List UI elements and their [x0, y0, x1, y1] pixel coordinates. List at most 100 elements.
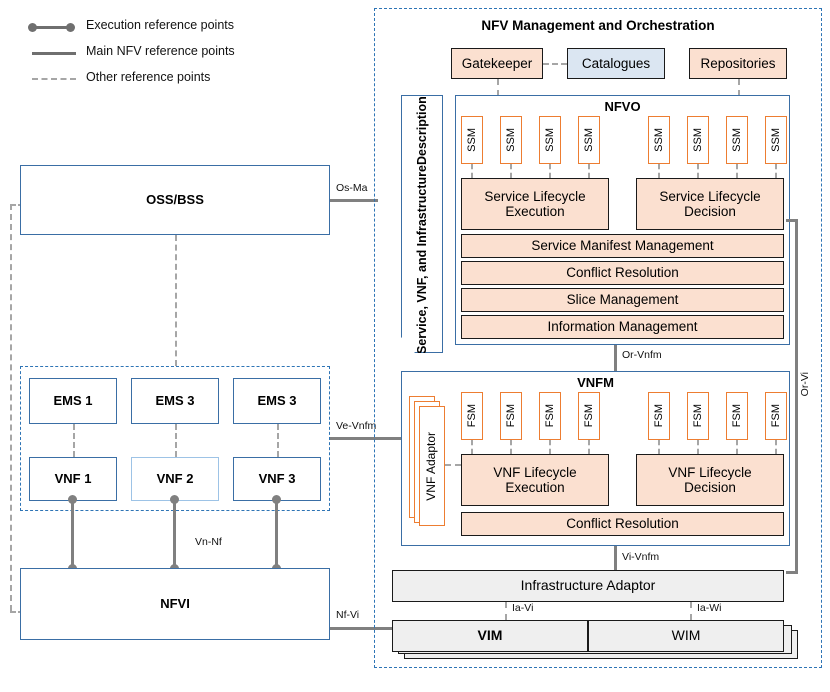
vnf-lifecycle-decision-box[interactable]: VNF Lifecycle Decision — [636, 454, 784, 506]
legend-item-other-reference-points: Other reference points — [14, 66, 314, 92]
nfvi-label: NFVI — [160, 595, 190, 611]
legend-solid-line-icon — [36, 26, 72, 29]
ossbss-label: OSS/BSS — [146, 191, 204, 207]
fsm-label-6: FSM — [691, 404, 704, 428]
connector-gatekeeper-nfvo — [497, 79, 499, 96]
repositories-box[interactable]: Repositories — [689, 48, 787, 79]
service-vnf-infrastructure-description-panel[interactable]: Service, VNF, and Infrastructure Descrip… — [401, 95, 443, 353]
ems-1-box[interactable]: EMS 1 — [29, 378, 117, 424]
connector-ssm6-sld — [697, 164, 699, 178]
legend-dashed-line-icon — [32, 78, 76, 80]
reference-point-vn-nf: Vn-Nf — [193, 536, 224, 548]
ssm-label-8: SSM — [769, 128, 782, 152]
vnfm-conflict-resolution-label: Conflict Resolution — [566, 516, 679, 532]
ems-3-label: EMS 3 — [257, 392, 297, 408]
reference-point-ve-vnfm: Ve-Vnfm — [334, 420, 379, 432]
service-manifest-management-row[interactable]: Service Manifest Management — [461, 234, 784, 258]
legend-item-execution-reference-points: Execution reference points — [14, 14, 314, 40]
ssm-label-6: SSM — [691, 128, 704, 152]
connector-ssm4-sle — [588, 164, 590, 178]
fsm-box-8[interactable]: FSM — [765, 392, 787, 440]
connector-ssm1-sle — [471, 164, 473, 178]
legend: Execution reference points Main NFV refe… — [14, 14, 314, 92]
ems-2-box[interactable]: EMS 3 — [131, 378, 219, 424]
connector-ssm8-sld — [775, 164, 777, 178]
service-lifecycle-execution-box[interactable]: Service Lifecycle Execution — [461, 178, 609, 230]
catalogues-box[interactable]: Catalogues — [567, 48, 665, 79]
connector-or-vi-vertical — [795, 219, 798, 574]
ssm-box-2[interactable]: SSM — [500, 116, 522, 164]
vnf-lifecycle-execution-box[interactable]: VNF Lifecycle Execution — [461, 454, 609, 506]
mano-title: NFV Management and Orchestration — [481, 18, 715, 33]
fsm-box-2[interactable]: FSM — [500, 392, 522, 440]
reference-point-ia-vi: Ia-Vi — [510, 602, 536, 614]
ssm-box-6[interactable]: SSM — [687, 116, 709, 164]
connector-or-vi-bottom-stub — [786, 571, 798, 574]
connector-ve-vnfm — [330, 437, 408, 440]
description-panel-label-line2: Description — [415, 96, 430, 165]
service-lifecycle-decision-box[interactable]: Service Lifecycle Decision — [636, 178, 784, 230]
connector-ia-vi — [505, 602, 507, 620]
vim-box[interactable]: VIM — [392, 620, 588, 652]
fsm-box-7[interactable]: FSM — [726, 392, 748, 440]
fsm-box-5[interactable]: FSM — [648, 392, 670, 440]
reference-point-vi-vnfm: Vi-Vnfm — [620, 551, 662, 563]
fsm-label-5: FSM — [652, 404, 665, 428]
exec-dot-vnf3-top — [272, 495, 281, 504]
slice-management-row[interactable]: Slice Management — [461, 288, 784, 312]
vle-label-line2: Execution — [505, 480, 565, 495]
connector-vnf1-nfvi — [71, 497, 74, 569]
fsm-label-2: FSM — [504, 404, 517, 428]
ssm-box-3[interactable]: SSM — [539, 116, 561, 164]
wim-box[interactable]: WIM — [588, 620, 784, 652]
legend-label-main: Main NFV reference points — [86, 44, 235, 58]
reference-point-ia-wi: Ia-Wi — [695, 602, 724, 614]
exec-dot-vnf2-top — [170, 495, 179, 504]
legend-dot-left-icon — [28, 23, 37, 32]
information-management-row[interactable]: Information Management — [461, 315, 784, 339]
legend-main-line-icon — [32, 52, 76, 55]
vnf-1-box[interactable]: VNF 1 — [29, 457, 117, 501]
fsm-box-3[interactable]: FSM — [539, 392, 561, 440]
gatekeeper-box[interactable]: Gatekeeper — [451, 48, 543, 79]
ssm-box-4[interactable]: SSM — [578, 116, 600, 164]
nfvo-conflict-resolution-row[interactable]: Conflict Resolution — [461, 261, 784, 285]
nfvi-box[interactable]: NFVI — [20, 568, 330, 640]
fsm-box-6[interactable]: FSM — [687, 392, 709, 440]
ssm-label-2: SSM — [504, 128, 517, 152]
ems-1-label: EMS 1 — [53, 392, 93, 408]
legend-item-main-nfv-reference-points: Main NFV reference points — [14, 40, 314, 66]
legend-label-execution: Execution reference points — [86, 18, 235, 32]
vnf-adaptor-label: VNF Adaptor — [424, 431, 439, 501]
description-panel-label-line1: Service, VNF, and Infrastructure — [415, 164, 430, 354]
fsm-label-3: FSM — [543, 404, 556, 428]
ems-3-box[interactable]: EMS 3 — [233, 378, 321, 424]
ssm-box-1[interactable]: SSM — [461, 116, 483, 164]
gatekeeper-label: Gatekeeper — [461, 55, 533, 71]
fsm-box-1[interactable]: FSM — [461, 392, 483, 440]
vld-label-line1: VNF Lifecycle — [668, 464, 752, 480]
connector-os-ma — [330, 199, 378, 202]
connector-fsm2-vle — [510, 440, 512, 454]
ossbss-box[interactable]: OSS/BSS — [20, 165, 330, 235]
ssm-label-3: SSM — [543, 128, 556, 152]
fsm-label-7: FSM — [730, 404, 743, 428]
vnf-3-box[interactable]: VNF 3 — [233, 457, 321, 501]
connector-ia-wi — [690, 602, 692, 620]
fsm-box-4[interactable]: FSM — [578, 392, 600, 440]
infrastructure-adaptor-box[interactable]: Infrastructure Adaptor — [392, 570, 784, 602]
ssm-box-7[interactable]: SSM — [726, 116, 748, 164]
vld-label-line2: Decision — [684, 480, 736, 495]
vnf-adaptor-box[interactable]: VNF Adaptor — [419, 406, 445, 526]
connector-fsm1-vle — [471, 440, 473, 454]
vnfm-conflict-resolution-row[interactable]: Conflict Resolution — [461, 512, 784, 536]
nfvo-title: NFVO — [604, 99, 641, 114]
connector-ems1-vnf1 — [73, 424, 75, 457]
ssm-box-5[interactable]: SSM — [648, 116, 670, 164]
reference-point-or-vnfm: Or-Vnfm — [620, 349, 664, 361]
connector-nf-vi — [330, 627, 398, 630]
connector-vnf2-nfvi — [173, 497, 176, 569]
reference-point-or-vi: Or-Vi — [799, 370, 811, 399]
ssm-box-8[interactable]: SSM — [765, 116, 787, 164]
